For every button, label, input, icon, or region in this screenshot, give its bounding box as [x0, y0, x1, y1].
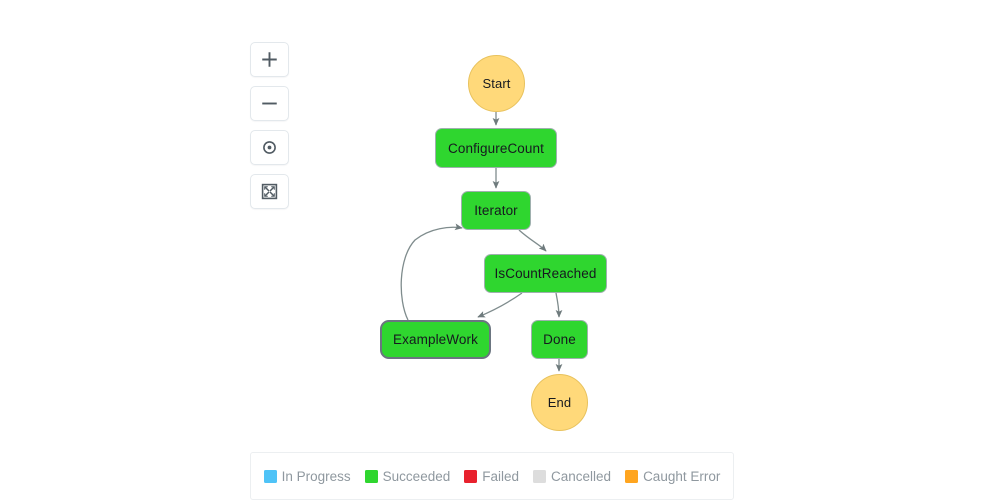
fullscreen-expand-icon	[261, 183, 278, 200]
node-start[interactable]: Start	[468, 55, 525, 112]
legend-item-cancelled: Cancelled	[533, 469, 611, 484]
target-center-icon	[263, 141, 276, 154]
node-done[interactable]: Done	[531, 320, 588, 359]
node-iterator[interactable]: Iterator	[461, 191, 531, 230]
edge-iscountreached-to-done	[555, 292, 563, 318]
node-examplework[interactable]: ExampleWork	[380, 320, 491, 359]
zoom-reset-button[interactable]	[250, 130, 289, 165]
legend-label: Failed	[482, 468, 520, 484]
node-configurecount[interactable]: ConfigureCount	[435, 128, 557, 168]
node-label: Iterator	[474, 203, 518, 218]
edge-examplework-to-iterator	[400, 223, 463, 321]
legend-swatch-cancelled	[533, 469, 547, 483]
legend-swatch-failed	[464, 469, 478, 483]
node-label: Done	[543, 332, 576, 347]
legend-label: In Progress	[281, 468, 351, 484]
node-label: End	[547, 395, 572, 410]
edge-iterator-to-iscountreached	[518, 229, 547, 252]
status-legend: In Progress Succeeded Failed Cancelled C…	[250, 452, 734, 500]
node-label: IsCountReached	[494, 266, 597, 281]
node-end[interactable]: End	[531, 374, 588, 431]
edge-iscountreached-to-examplework	[477, 292, 523, 318]
zoom-controls	[250, 42, 290, 209]
legend-label: Succeeded	[382, 468, 451, 484]
legend-item-failed: Failed	[464, 469, 519, 484]
legend-swatch-caught-error	[625, 469, 639, 483]
minus-icon	[262, 102, 277, 105]
legend-label: Caught Error	[643, 468, 721, 484]
legend-label: Cancelled	[551, 468, 612, 484]
plus-icon	[262, 52, 277, 67]
legend-swatch-in-progress	[263, 469, 277, 483]
node-label: Start	[482, 76, 511, 91]
zoom-in-button[interactable]	[250, 42, 289, 77]
legend-item-caught-error: Caught Error	[625, 469, 720, 484]
fullscreen-button[interactable]	[250, 174, 289, 209]
node-iscountreached[interactable]: IsCountReached	[484, 254, 607, 293]
node-label: ExampleWork	[393, 332, 478, 347]
legend-item-in-progress: In Progress	[263, 468, 351, 484]
legend-item-succeeded: Succeeded	[364, 468, 451, 484]
node-label: ConfigureCount	[448, 140, 544, 156]
zoom-out-button[interactable]	[250, 86, 289, 121]
legend-swatch-succeeded	[364, 469, 378, 483]
